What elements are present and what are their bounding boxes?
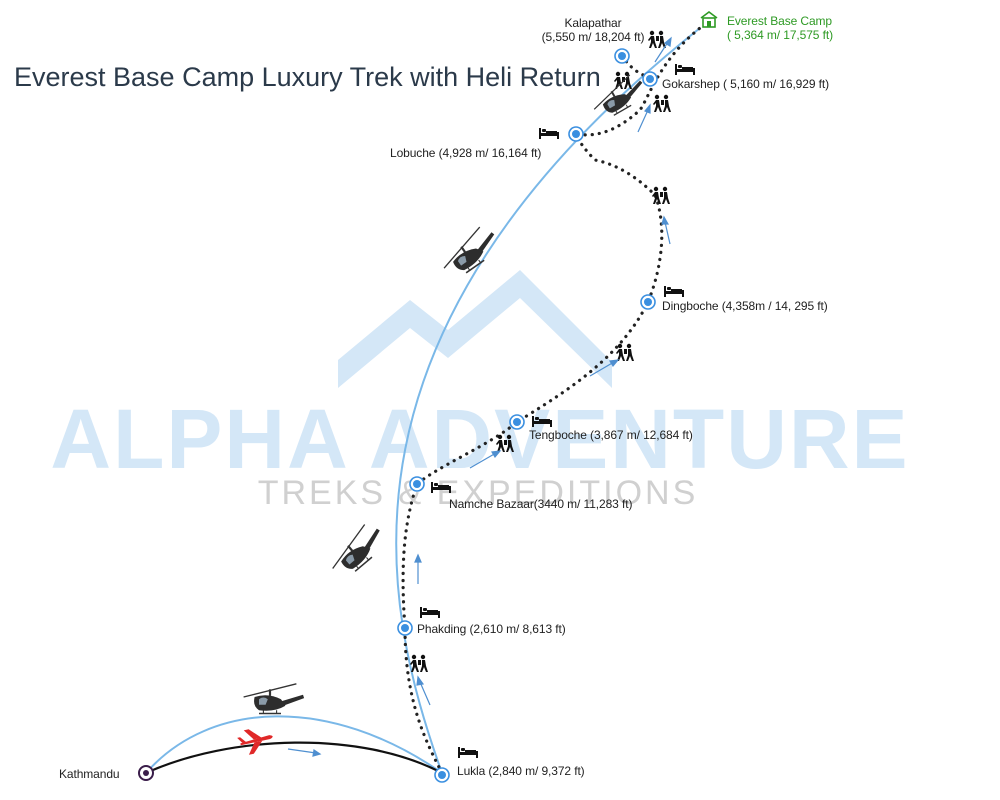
node-tengboche [509,414,525,430]
direction-arrow-icon [637,103,651,133]
label-dingboche: Dingboche (4,358m / 14, 295 ft) [662,299,828,313]
direction-arrow-icon [661,215,671,245]
airplane-icon [237,729,273,755]
hiker-icon [410,654,428,672]
watermark-line1: ALPHA ADVENTURE [50,392,909,486]
direction-arrow-icon [287,748,322,757]
direction-arrow-icon [654,36,672,63]
helicopter-icon [242,683,305,715]
node-markers [138,48,658,783]
direction-arrow-icon [589,359,620,377]
label-namche: Namche Bazaar(3440 m/ 11,283 ft) [449,497,633,511]
label-lobuche: Lobuche (4,928 m/ 16,164 ft) [390,146,542,160]
hiker-icon [616,343,634,361]
node-kathmandu [138,765,154,781]
flight-route [145,741,443,775]
direction-arrow-icon [414,553,422,584]
label-tengboche: Tengboche (3,867 m/ 12,684 ft) [529,428,693,442]
page-title: Everest Base Camp Luxury Trek with Heli … [14,62,601,92]
node-dingboche [640,294,656,310]
bed-icon [664,286,684,297]
label-kalapathar: Kalapathar (5,550 m/ 18,204 ft) [538,16,648,44]
watermark: ALPHA ADVENTURE TREKS & EXPEDITIONS [50,270,909,512]
node-lobuche [568,126,584,142]
bed-icon [539,128,559,139]
node-gokarshep [642,71,658,87]
label-kathmandu: Kathmandu [59,767,120,781]
helicopter-icon [323,518,391,582]
bed-icon [675,64,695,75]
node-lukla [434,767,450,783]
node-namche [409,476,425,492]
watermark-line2: TREKS & EXPEDITIONS [258,474,699,512]
label-kalapathar-alt: (5,550 m/ 18,204 ft) [541,30,645,44]
node-phakding [397,620,413,636]
heli-route [395,27,701,774]
bed-icon [458,747,478,758]
direction-arrow-icon [416,675,431,706]
label-phakding: Phakding (2,610 m/ 8,613 ft) [417,622,566,636]
heli-route-kathmandu [145,715,443,774]
label-kalapathar-name: Kalapathar [564,16,622,30]
hiker-icon [653,94,671,112]
label-ebc-name: Everest Base Camp [727,14,833,28]
base-camp-house-icon [700,11,718,28]
label-lukla: Lukla (2,840 m/ 9,372 ft) [457,764,585,778]
direction-arrow-icon [469,450,502,469]
helicopter-icon [435,221,504,283]
hiker-icon [648,30,666,48]
hiker-icon [614,71,632,89]
label-ebc-alt: ( 5,364 m/ 17,575 ft) [727,28,833,42]
direction-arrow-icons [287,36,672,757]
node-kalapathar [614,48,630,64]
label-gokarshep: Gokarshep ( 5,160 m/ 16,929 ft) [662,77,829,91]
bed-icon [420,607,440,618]
label-everest-base-camp: Everest Base Camp ( 5,364 m/ 17,575 ft) [727,14,833,42]
trek-side-kalapathar [620,54,652,80]
